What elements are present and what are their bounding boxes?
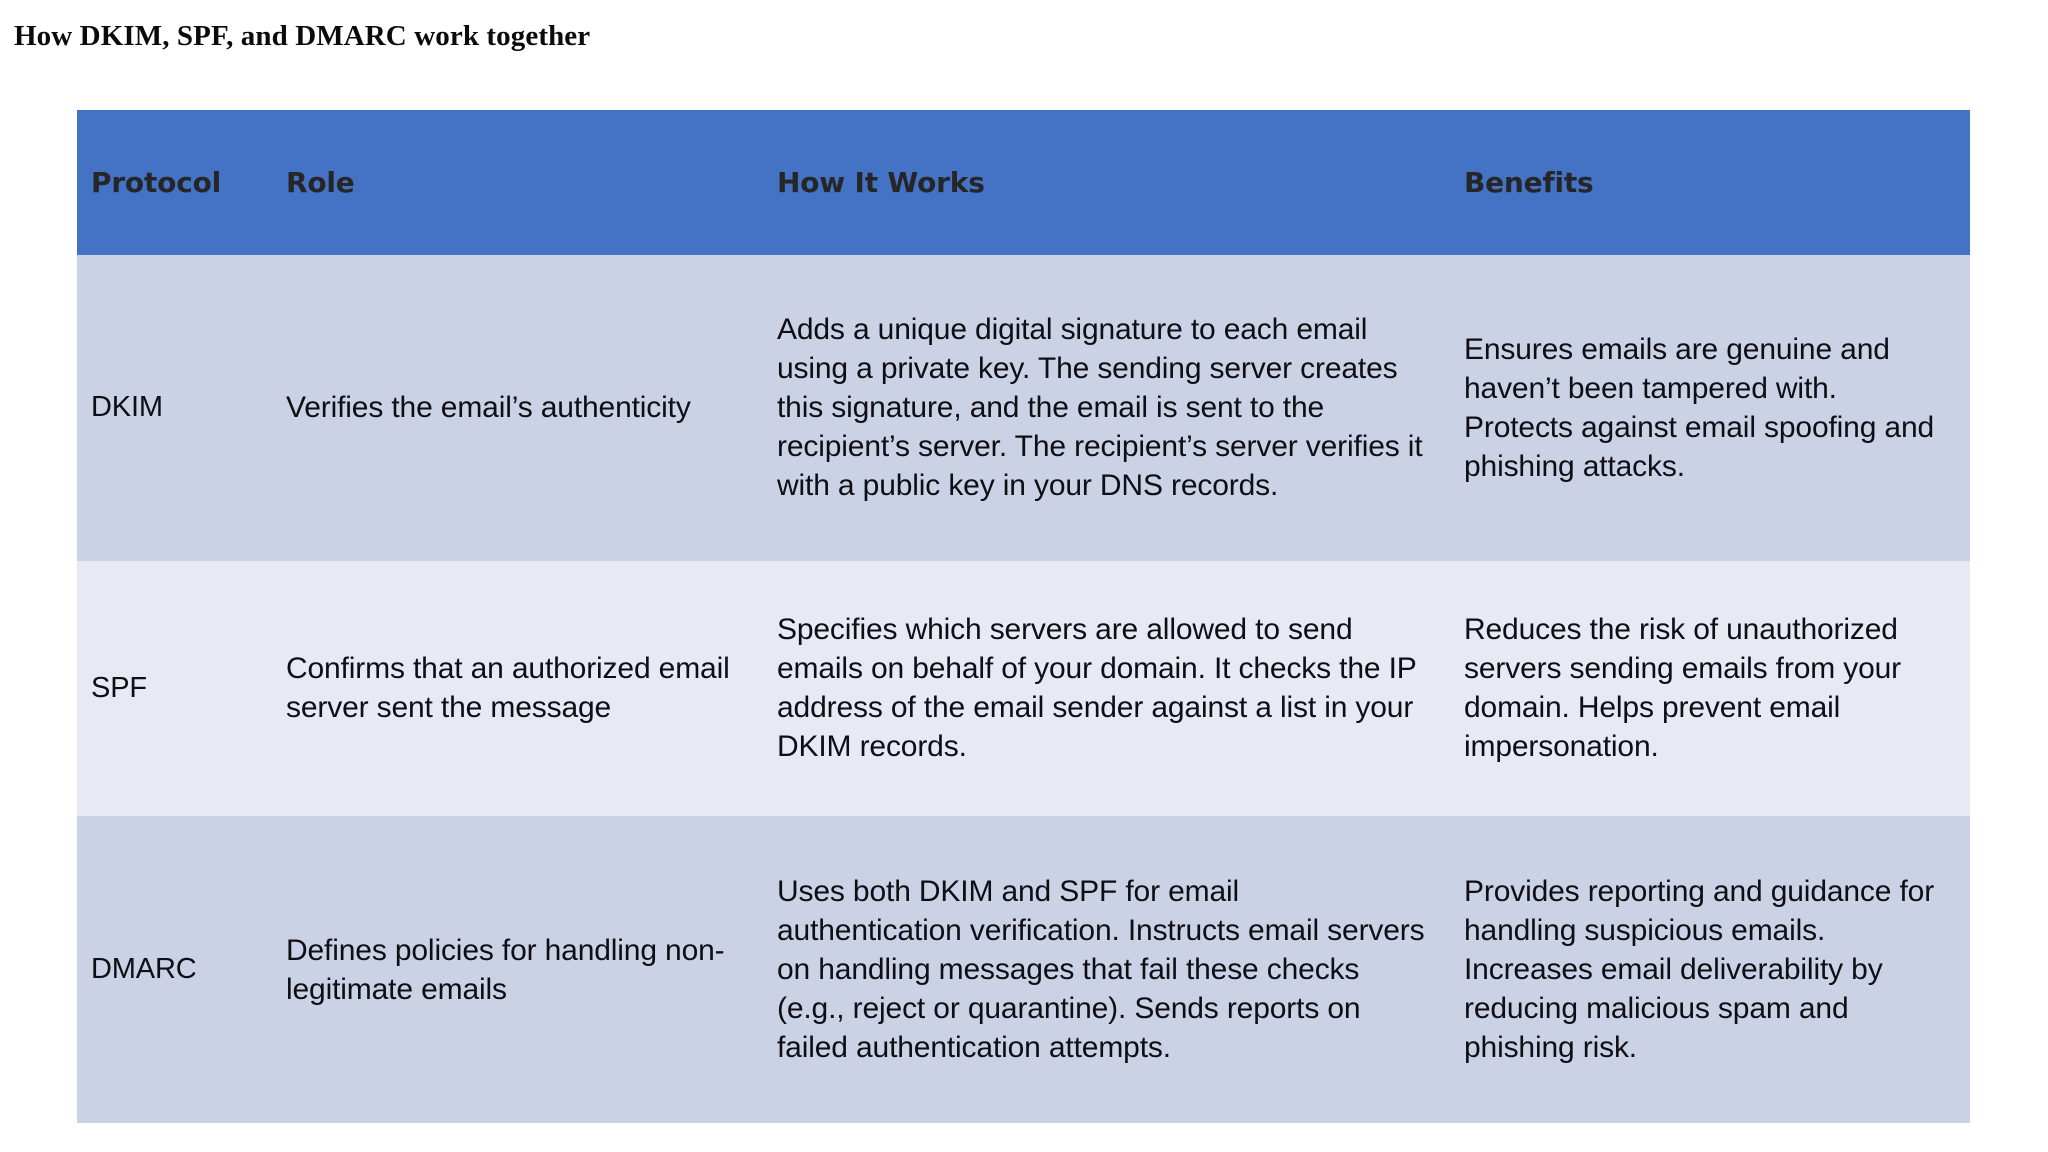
cell-benefits-text: Ensures emails are genuine and haven’t b…	[1464, 332, 1935, 483]
table-row: SPF Confirms that an authorized email se…	[77, 560, 1970, 817]
cell-role-text: Defines policies for handling non-legiti…	[286, 933, 725, 1006]
cell-how-it-works-text: Uses both DKIM and SPF for email authent…	[777, 875, 1425, 1065]
cell-benefits: Reduces the risk of unauthorized servers…	[1450, 560, 1970, 817]
cell-how-it-works: Specifies which servers are allowed to s…	[763, 560, 1450, 817]
cell-protocol: DMARC	[77, 816, 272, 1123]
cell-how-it-works-text: Adds a unique digital signature to each …	[777, 313, 1423, 503]
column-header-benefits: Benefits	[1450, 110, 1970, 255]
column-header-protocol-label: Protocol	[91, 165, 222, 199]
column-header-role: Role	[272, 110, 763, 255]
table-row: DMARC Defines policies for handling non-…	[77, 816, 1970, 1123]
column-header-how-it-works: How It Works	[763, 110, 1450, 255]
cell-protocol-text: DKIM	[91, 390, 163, 423]
cell-role: Confirms that an authorized email server…	[272, 560, 763, 817]
table-row: DKIM Verifies the email’s authenticity A…	[77, 255, 1970, 561]
cell-role: Verifies the email’s authenticity	[272, 255, 763, 561]
cell-protocol: DKIM	[77, 255, 272, 561]
cell-role-text: Confirms that an authorized email server…	[286, 652, 730, 725]
cell-benefits: Ensures emails are genuine and haven’t b…	[1450, 255, 1970, 561]
column-header-role-label: Role	[286, 165, 355, 199]
cell-role-text: Verifies the email’s authenticity	[286, 391, 691, 425]
cell-benefits: Provides reporting and guidance for hand…	[1450, 816, 1970, 1123]
cell-how-it-works: Uses both DKIM and SPF for email authent…	[763, 816, 1450, 1123]
cell-role: Defines policies for handling non-legiti…	[272, 816, 763, 1123]
column-header-benefits-label: Benefits	[1464, 165, 1594, 199]
cell-how-it-works-text: Specifies which servers are allowed to s…	[777, 613, 1417, 764]
column-header-protocol: Protocol	[77, 110, 272, 255]
column-header-how-it-works-label: How It Works	[777, 165, 985, 199]
protocol-comparison-table: Protocol Role How It Works Benefits DKIM	[77, 110, 1970, 1123]
cell-benefits-text: Provides reporting and guidance for hand…	[1464, 875, 1935, 1065]
cell-protocol-text: SPF	[91, 671, 147, 704]
cell-benefits-text: Reduces the risk of unauthorized servers…	[1464, 613, 1902, 764]
page-title: How DKIM, SPF, and DMARC work together	[14, 20, 591, 52]
cell-protocol: SPF	[77, 560, 272, 817]
table-header-row: Protocol Role How It Works Benefits	[77, 110, 1970, 255]
cell-protocol-text: DMARC	[91, 952, 197, 985]
cell-how-it-works: Adds a unique digital signature to each …	[763, 255, 1450, 561]
